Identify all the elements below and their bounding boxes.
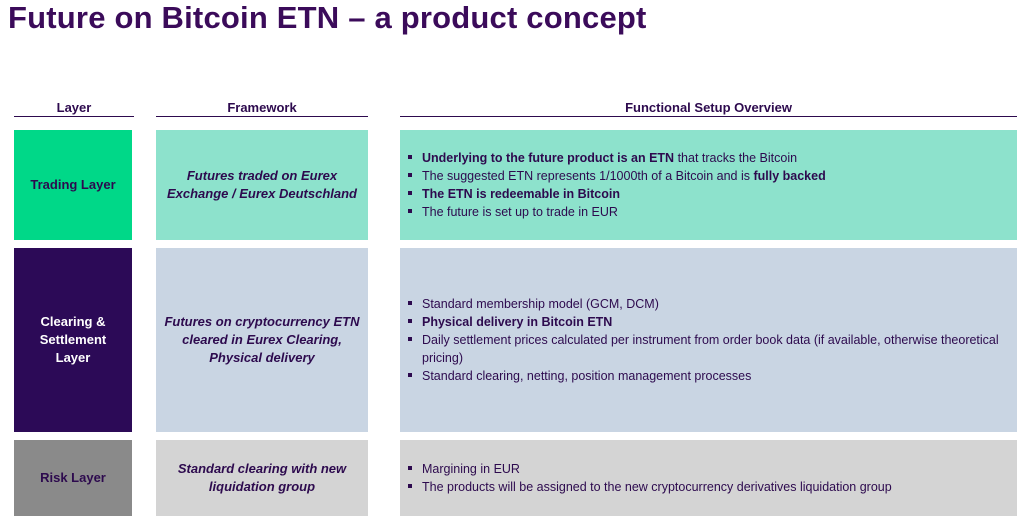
- list-item: Standard clearing, netting, position man…: [408, 367, 1001, 385]
- clearing-layer-label: Clearing &: [40, 314, 106, 329]
- trading-functional-cell: Underlying to the future product is an E…: [400, 130, 1017, 240]
- clearing-layer-label: Layer: [55, 350, 91, 365]
- header-layer: Layer: [14, 100, 134, 117]
- framework-line: liquidation group: [208, 479, 316, 494]
- risk-layer-label: Risk Layer: [40, 470, 106, 485]
- clearing-framework-cell: Futures on cryptocurrency ETN cleared in…: [156, 248, 368, 432]
- list-item: Underlying to the future product is an E…: [408, 149, 826, 167]
- clearing-layer-cell: Clearing & Settlement Layer: [14, 248, 132, 432]
- risk-bullet-list: Margining in EUR The products will be as…: [408, 460, 892, 496]
- list-item: The ETN is redeemable in Bitcoin: [408, 185, 826, 203]
- list-item: Daily settlement prices calculated per i…: [408, 331, 1001, 367]
- page-title: Future on Bitcoin ETN – a product concep…: [8, 0, 647, 35]
- trading-framework-cell: Futures traded on Eurex Exchange / Eurex…: [156, 130, 368, 240]
- framework-line: Physical delivery: [209, 350, 315, 365]
- clearing-layer-label: Settlement: [39, 332, 107, 347]
- risk-functional-cell: Margining in EUR The products will be as…: [400, 440, 1017, 516]
- list-item: Physical delivery in Bitcoin ETN: [408, 313, 1001, 331]
- framework-line: Exchange / Eurex Deutschland: [166, 186, 357, 201]
- framework-line: Futures traded on Eurex: [186, 168, 338, 183]
- header-functional-setup: Functional Setup Overview: [400, 100, 1017, 117]
- trading-bullet-list: Underlying to the future product is an E…: [408, 149, 826, 221]
- list-item: The future is set up to trade in EUR: [408, 203, 826, 221]
- header-framework: Framework: [156, 100, 368, 117]
- framework-line: Futures on cryptocurrency ETN: [164, 314, 360, 329]
- risk-framework-cell: Standard clearing with new liquidation g…: [156, 440, 368, 516]
- list-item: The products will be assigned to the new…: [408, 478, 892, 496]
- clearing-functional-cell: Standard membership model (GCM, DCM) Phy…: [400, 248, 1017, 432]
- list-item: Margining in EUR: [408, 460, 892, 478]
- list-item: The suggested ETN represents 1/1000th of…: [408, 167, 826, 185]
- framework-line: cleared in Eurex Clearing,: [182, 332, 342, 347]
- framework-line: Standard clearing with new: [177, 461, 347, 476]
- clearing-bullet-list: Standard membership model (GCM, DCM) Phy…: [408, 295, 1017, 385]
- trading-layer-cell: Trading Layer: [14, 130, 132, 240]
- risk-layer-cell: Risk Layer: [14, 440, 132, 516]
- trading-layer-label: Trading Layer: [30, 177, 116, 192]
- list-item: Standard membership model (GCM, DCM): [408, 295, 1001, 313]
